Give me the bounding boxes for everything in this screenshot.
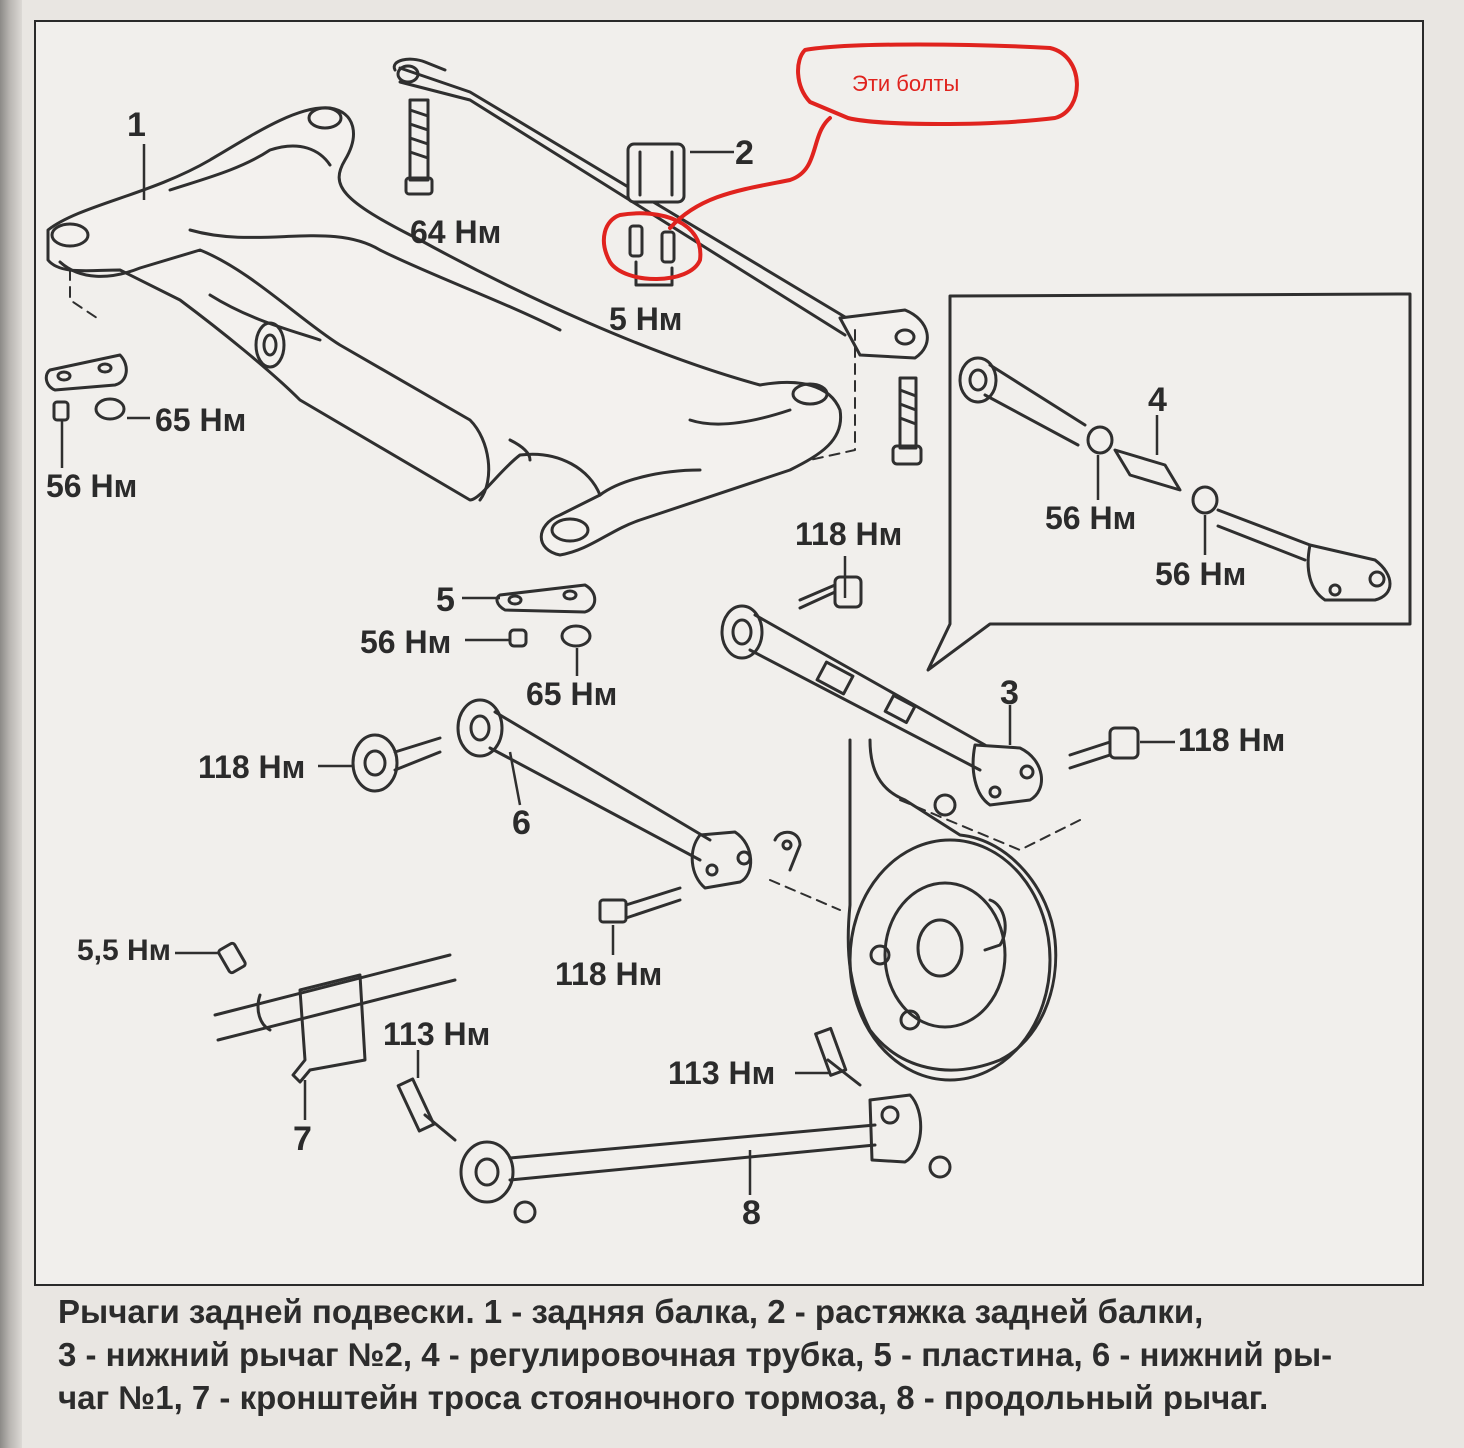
torque-label: 118 Нм [555, 956, 663, 992]
annotation-text: Эти болты [852, 71, 960, 96]
part-number-6: 6 [512, 804, 531, 842]
torque-label: 65 Нм [526, 676, 618, 712]
torque-label: 113 Нм [668, 1055, 776, 1091]
trailing-arm-part-8 [459, 1093, 952, 1224]
book-spine-shadow [0, 0, 22, 1448]
part-number-8: 8 [742, 1194, 761, 1232]
bolt-113nm-left [396, 1077, 457, 1142]
torque-label: 56 Нм [360, 624, 452, 660]
part-number-7: 7 [293, 1120, 312, 1158]
bolt-64nm [404, 98, 434, 196]
part-number-3: 3 [1000, 674, 1019, 712]
torque-label: 65 Нм [155, 402, 247, 438]
part-number-5: 5 [436, 581, 455, 619]
torque-label: 113 Нм [383, 1016, 491, 1052]
annotation-marks [601, 42, 1079, 281]
part-number-2: 2 [735, 134, 754, 172]
rear-beam-part-1 [46, 106, 843, 557]
torque-label: 118 Нм [198, 749, 306, 785]
torque-label: 56 Нм [46, 468, 138, 504]
torque-label: 56 Нм [1045, 500, 1137, 536]
bolt-113nm-right [814, 1026, 862, 1087]
torque-label: 5,5 Нм [77, 934, 171, 967]
bolt-118nm-arm3 [1068, 726, 1140, 770]
torque-label: 118 Нм [795, 516, 903, 552]
torque-label: 56 Нм [1155, 556, 1247, 592]
bolt-118nm-lower [598, 886, 682, 924]
rear-beam-brace-part-2 [392, 57, 929, 360]
lower-arm-no2-part-3 [720, 575, 1043, 807]
plate-left [44, 353, 128, 422]
caption-line-1: Рычаги задней подвески. 1 - задняя балка… [58, 1293, 1204, 1330]
caption-line-3: чаг №1, 7 - кронштейн троса стояночного … [58, 1379, 1269, 1416]
torque-label: 118 Нм [1178, 722, 1286, 758]
adjusting-tube-part-4 [958, 356, 1392, 602]
parking-brake-cable-bracket-part-7 [213, 941, 457, 1084]
caption-line-2: 3 - нижний рычаг №2, 4 - регулировочная … [58, 1336, 1333, 1373]
torque-label: 64 Нм [410, 214, 502, 250]
part-number-4: 4 [1148, 381, 1167, 419]
bolt-118nm-arm6 [351, 733, 442, 793]
lower-arm-no1-part-6 [456, 698, 802, 890]
rear-hub-knuckle [846, 738, 1058, 1082]
torque-label: 5 Нм [609, 301, 683, 337]
bolt-118nm-right [891, 376, 923, 466]
page-margin-right [1434, 20, 1464, 1320]
figure-caption: Рычаги задней подвески. 1 - задняя балка… [58, 1290, 1430, 1419]
part-number-1: 1 [127, 106, 146, 144]
